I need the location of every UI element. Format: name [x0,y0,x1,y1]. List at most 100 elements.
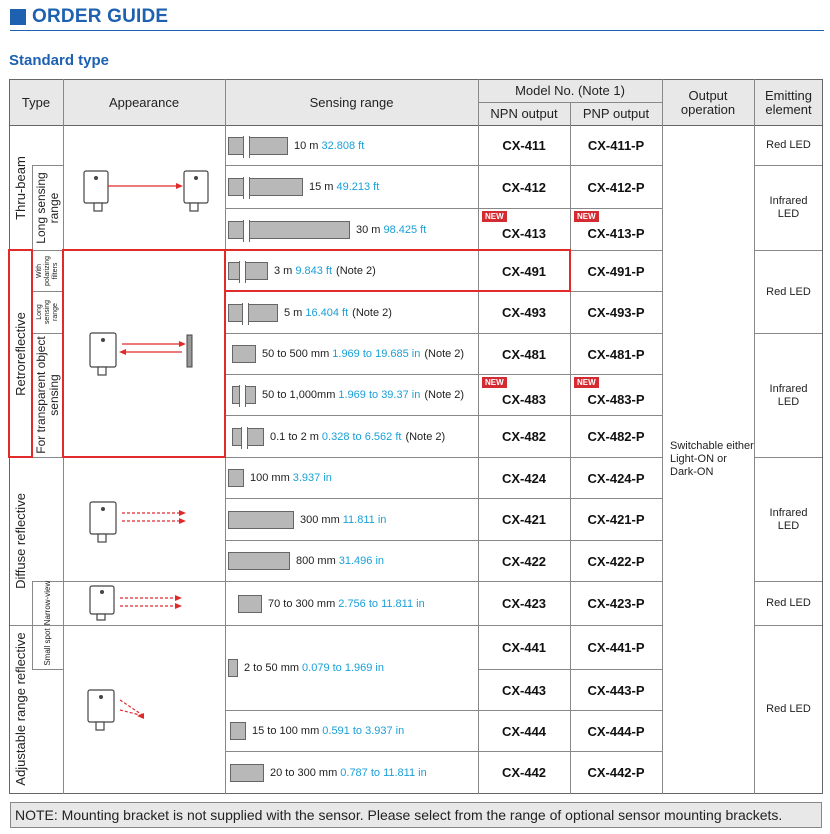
range-bar-break [241,302,249,325]
range-imperial: 0.328 to 6.562 ft [321,430,402,443]
range-note: (Note 2) [405,430,446,443]
model-npn: CX-444 [501,723,547,739]
header-type: Type [21,95,51,110]
model-npn: CX-493 [501,305,547,320]
narrow-view-sensor-illustration [89,585,182,621]
range-imperial: 9.843 ft [295,265,333,277]
range-imperial: 2.756 to 11.811 in [338,597,425,610]
highlight-cx491-row [224,249,571,292]
range-bar-break [243,219,250,242]
header-npn: NPN output [490,106,558,121]
range-metric: 20 to 300 mm [270,766,338,779]
range-bar-break [239,261,246,283]
model-npn: CX-422 [501,553,547,569]
range-bar [228,135,288,158]
range-bar [228,302,278,325]
range-bar [230,763,264,782]
range-imperial: 49.213 ft [336,181,380,193]
sensing-range-row: 100 mm 3.937 in [228,468,332,488]
range-bar [228,659,238,677]
header-output-operation: Output operation [680,88,736,117]
sensing-range-row: 800 mm 31.496 in [228,551,384,571]
range-metric: 5 m [284,306,303,319]
header-rule [10,30,824,31]
range-bar [228,469,244,487]
adjustable-sensor-illustration [87,689,145,731]
range-metric: 2 to 50 mm [244,662,300,674]
model-npn: CX-411 [502,138,546,153]
range-bar [228,177,303,199]
model-npn: CX-483 [501,391,547,407]
model-pnp: CX-481-P [587,346,645,362]
range-bar [228,552,290,570]
new-badge: NEW [482,377,507,388]
sensing-range-row: 15 m 49.213 ft [228,177,380,199]
range-imperial: 3.937 in [292,472,332,484]
type-retro-polarizing: With polarizing filters [36,256,59,286]
highlight-retro-type [8,249,33,458]
range-note: (Note 2) [336,265,376,277]
range-bar-break [239,385,246,407]
model-npn: CX-424 [501,470,547,486]
sensing-range-row: 300 mm 11.811 in [228,510,386,530]
range-imperial: 32.808 ft [321,139,365,152]
range-bar [228,261,268,283]
range-imperial: 16.404 ft [305,306,349,319]
header-sensing-range: Sensing range [309,95,394,110]
range-metric: 50 to 500 mm [262,348,330,360]
range-metric: 15 m [309,181,334,193]
range-imperial: 0.787 to 11.811 in [340,766,427,779]
range-bar [238,594,262,613]
type-adjustable-small-spot: Small spot [43,628,52,666]
range-bar [232,426,264,449]
range-bar-break [241,426,248,449]
model-pnp: CX-412-P [587,179,645,195]
type-thru-long-range: Long sensing range [34,172,61,244]
range-imperial: 31.496 in [338,555,385,567]
type-diffuse: Diffuse reflective [13,493,28,589]
table-header-bg [9,80,823,126]
range-imperial: 1.969 to 19.685 in [332,348,421,360]
range-imperial: 1.969 to 39.37 in [338,389,421,401]
model-npn: CX-423 [501,596,547,611]
model-pnp: CX-443-P [587,682,645,698]
model-pnp: CX-421-P [587,512,645,527]
emitting-infrared-led-3: Infrared LED [769,506,808,532]
range-bar [230,722,246,740]
header-emitting-element: Emitting element [765,88,812,117]
retroreflective-sensor-illustration [89,332,193,376]
sensing-range-row: 70 to 300 mm 2.756 to 11.811 in [238,594,425,614]
type-diffuse-narrow: Narrow-view [43,580,52,626]
range-metric: 300 mm [300,513,340,526]
model-pnp: CX-442-P [587,765,645,780]
emitting-red-led-4: Red LED [766,703,811,715]
range-imperial: 0.591 to 3.937 in [322,725,405,737]
range-metric: 50 to 1,000mm [262,389,336,401]
model-npn: CX-482 [501,429,547,444]
range-note: (Note 2) [424,348,465,360]
output-operation-text: Switchable either Light-ON or Dark-ON [670,440,754,478]
model-pnp: CX-424-P [587,470,645,486]
range-metric: 800 mm [296,555,336,567]
range-bar [232,345,256,363]
emitting-infrared-led-2: Infrared LED [769,382,808,408]
range-metric: 100 mm [250,472,290,484]
range-bar [232,385,256,407]
range-metric: 3 m [274,265,293,277]
type-adjustable: Adjustable range reflective [13,632,28,786]
model-pnp: CX-493-P [587,305,645,320]
model-pnp: CX-422-P [587,553,645,569]
new-badge: NEW [482,211,507,222]
highlight-retro-appearance [62,249,226,458]
model-pnp: CX-491-P [587,263,645,279]
model-pnp: CX-483-P [587,391,645,407]
type-retro-long-range: Long sensing range [36,299,59,325]
model-npn: CX-441 [501,640,547,655]
model-pnp: CX-413-P [587,226,645,241]
model-pnp: CX-482-P [587,429,645,444]
thru-beam-sensor-illustration [83,170,209,212]
header-pnp: PNP output [582,106,650,121]
range-imperial: 11.811 in [342,513,387,526]
type-thru-beam: Thru-beam [13,156,28,220]
model-pnp: CX-411-P [587,138,645,153]
